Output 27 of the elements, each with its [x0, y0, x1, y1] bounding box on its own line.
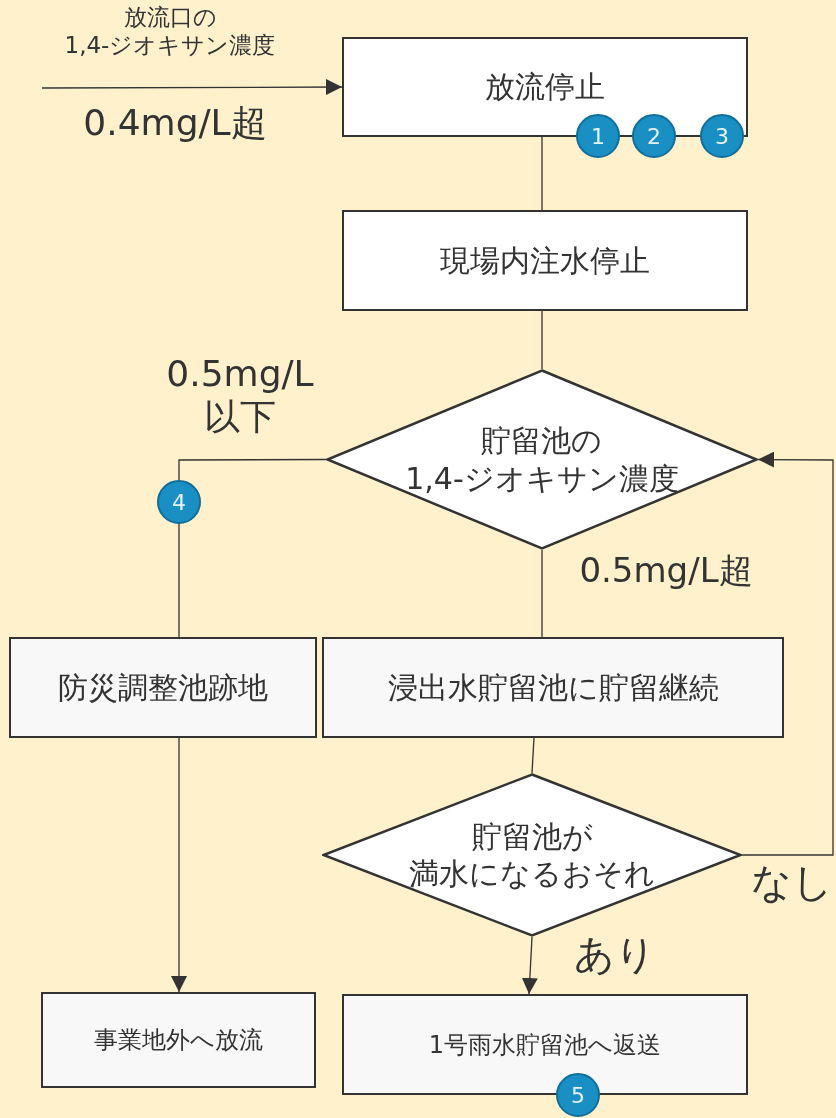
- arrow: [41, 79, 343, 96]
- edge-label: 0.5mg/L超: [578, 550, 754, 591]
- process-box: [322, 637, 784, 738]
- connector-line: [541, 549, 543, 638]
- process-box: [41, 992, 316, 1088]
- arrow: [521, 936, 538, 995]
- connector-line: [541, 136, 543, 211]
- box-text: 浸出水貯留池に貯留継続: [387, 668, 719, 707]
- connector-line: [541, 310, 543, 370]
- box-text: 1号雨水貯留池へ返送: [428, 1029, 662, 1060]
- connector-line: [531, 737, 535, 774]
- box-text: 現場内注水停止: [440, 241, 650, 280]
- box-text: 防災調整池跡地: [58, 668, 268, 707]
- edge-label: 0.5mg/L以下: [165, 352, 315, 439]
- arrow: [741, 451, 834, 856]
- edge-label: 放流口の1,4-ジオキサン濃度: [63, 4, 277, 60]
- edge-label: なし: [750, 858, 834, 906]
- process-box: [9, 637, 317, 738]
- edge-label: あり: [573, 930, 657, 978]
- decision-text: 貯留池の1,4-ジオキサン濃度: [405, 422, 679, 497]
- decision-text: 貯留池が満水になるおそれ: [409, 817, 655, 893]
- box-text: 放流停止: [485, 68, 605, 106]
- process-box: [342, 210, 748, 311]
- condition-text: 0.4mg/L超: [82, 101, 268, 145]
- box-text: 事業地外へ放流: [94, 1025, 263, 1055]
- arrow: [171, 737, 187, 993]
- callout-number: 4: [157, 480, 201, 524]
